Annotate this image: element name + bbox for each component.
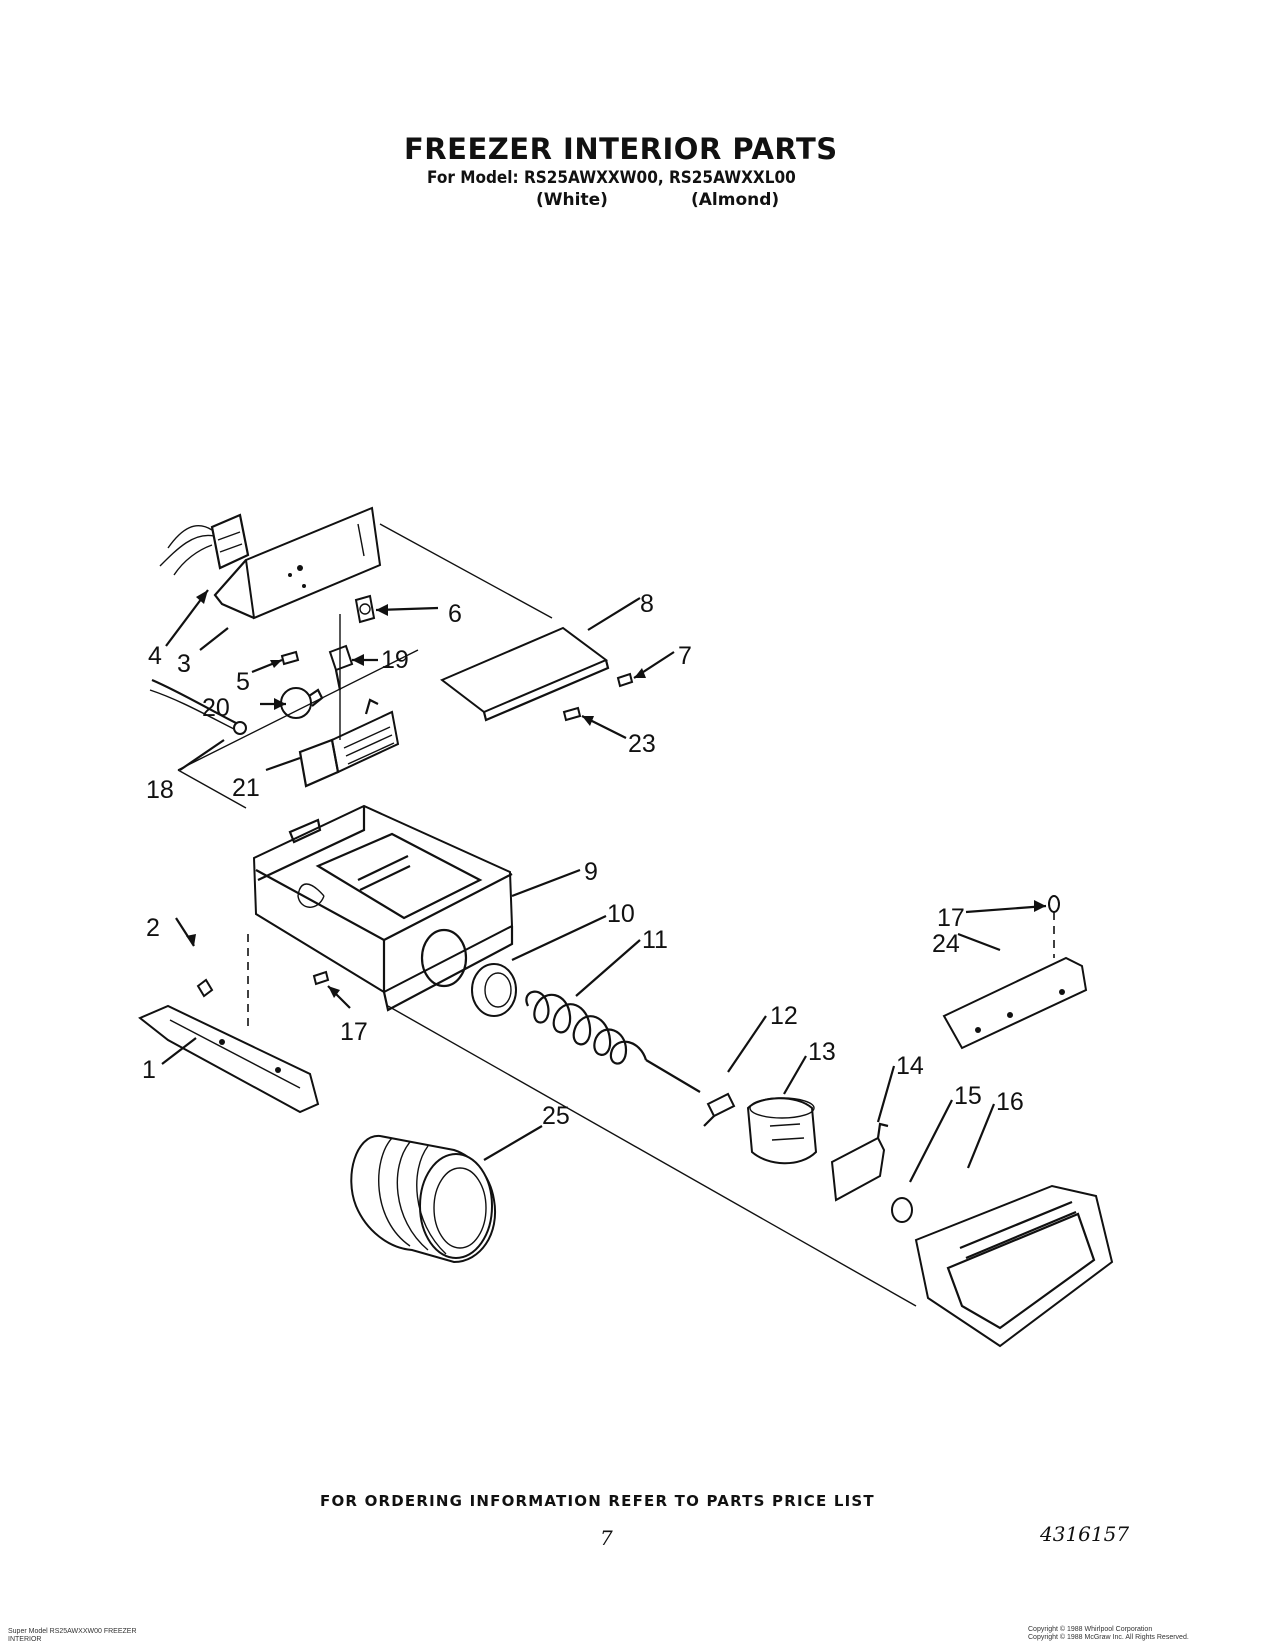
callout-12: 12 [770, 1002, 798, 1030]
footer-left-small: Super Model RS25AWXXW00 FREEZER INTERIOR [8, 1628, 137, 1643]
callout-24: 24 [932, 930, 960, 958]
callout-2: 2 [146, 914, 160, 942]
color-almond-label: (Almond) [691, 190, 780, 210]
callout-7: 7 [678, 642, 692, 670]
page-number: 7 [600, 1526, 613, 1550]
callout-8: 8 [640, 590, 654, 618]
leader-arrowheads [186, 590, 1046, 998]
callout-6: 6 [448, 600, 462, 628]
part-19-socket [328, 644, 354, 691]
callout-4: 4 [148, 642, 162, 670]
copyright-line-1: Copyright © 1988 Whirlpool Corporation [1028, 1626, 1153, 1633]
part-5-screw [280, 650, 300, 666]
callout-1: 1 [142, 1056, 156, 1084]
part-24-bracket [942, 956, 1088, 1050]
callout-16: 16 [996, 1088, 1024, 1116]
document-number: 4316157 [1040, 1522, 1130, 1546]
part-23-screw [562, 706, 582, 722]
part-15-nut [891, 1197, 913, 1223]
callout-10: 10 [607, 900, 635, 928]
part-6-socket [354, 594, 376, 624]
callout-15: 15 [954, 1082, 982, 1110]
color-white-label: (White) [536, 190, 608, 210]
callout-17-lower: 17 [340, 1018, 368, 1046]
part-1-bin-rail [138, 1004, 320, 1114]
part-12-clip [703, 1092, 736, 1127]
callout-23: 23 [628, 730, 656, 758]
callout-17-upper: 17 [937, 904, 965, 932]
copyright-line-2: Copyright © 1988 McGraw Inc. All Rights … [1028, 1634, 1189, 1641]
callout-25: 25 [542, 1102, 570, 1130]
callout-11: 11 [642, 926, 668, 954]
footer-right-small: Copyright © 1988 Whirlpool Corporation C… [1028, 1626, 1189, 1642]
part-20-bulb [280, 687, 324, 719]
part-7-screw [616, 672, 634, 688]
part-9-ice-bin [252, 804, 514, 1012]
model-numbers: For Model: RS25AWXXW00, RS25AWXXL00 [427, 168, 796, 188]
page-title: FREEZER INTERIOR PARTS [404, 132, 838, 166]
part-3-housing-plate [213, 506, 382, 620]
part-25-bin-liner [350, 1134, 497, 1264]
callout-14: 14 [896, 1052, 924, 1080]
part-10-bearing [471, 963, 517, 1017]
part-17-screw-lower [312, 970, 330, 986]
part-18-harness [149, 678, 247, 735]
callout-19: 19 [381, 646, 409, 674]
part-14-bracket [830, 1122, 889, 1202]
callout-13: 13 [808, 1038, 836, 1066]
callout-9: 9 [584, 858, 598, 886]
callout-20: 20 [202, 694, 230, 722]
callout-numbers: 4 3 5 20 18 21 6 19 8 7 23 9 10 11 12 13… [142, 590, 1024, 1130]
part-17-screw-upper [1048, 895, 1060, 958]
callout-5: 5 [236, 668, 250, 696]
part-2-screw [196, 978, 214, 998]
ordering-info: FOR ORDERING INFORMATION REFER TO PARTS … [320, 1492, 875, 1510]
callout-21: 21 [232, 774, 260, 802]
part-4-control [159, 513, 250, 576]
leader-lines [161, 589, 1047, 1183]
part-8-cover [440, 626, 610, 722]
callout-3: 3 [177, 650, 191, 678]
part-11-auger [525, 990, 701, 1093]
part-21-shield [298, 698, 400, 788]
part-16-chute [914, 1184, 1114, 1348]
callout-18: 18 [146, 776, 174, 804]
part-13-crusher [746, 1097, 818, 1165]
